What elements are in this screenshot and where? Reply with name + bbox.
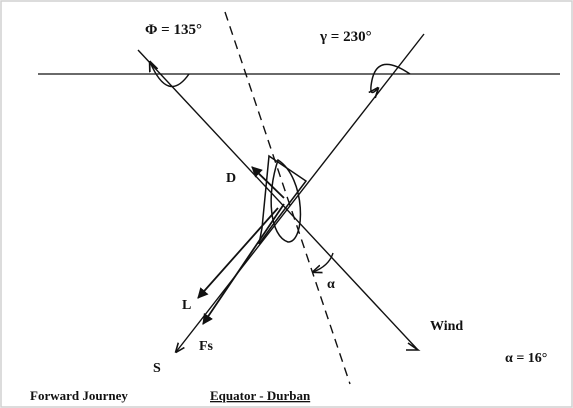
lift-label: L: [182, 298, 191, 313]
phi-angle-label: Φ = 135°: [145, 22, 202, 38]
drag-force-vector: [251, 166, 285, 199]
side-force-vector: [202, 203, 285, 325]
wind-label: Wind: [430, 319, 463, 334]
alpha-angle-arc: [313, 252, 334, 272]
journey-label: Forward Journey: [30, 388, 128, 403]
gamma-angle-label: γ = 230°: [319, 29, 372, 45]
wind-arrow-icon: [406, 342, 421, 351]
side-force-label: Fs: [199, 339, 214, 354]
boat-hull-icon: [258, 154, 308, 245]
heading-line: [137, 49, 419, 351]
alpha-value-label: α = 16°: [505, 351, 547, 366]
course-dashed-line: [224, 11, 351, 385]
alpha-label: α: [327, 277, 335, 292]
gamma-angle-arc: [371, 63, 411, 92]
route-label: Equator - Durban: [210, 388, 311, 403]
phi-angle-arc: [150, 62, 190, 88]
sail-icon: [270, 158, 302, 243]
drag-label: D: [226, 171, 236, 186]
lift-force-vector: [197, 207, 279, 299]
south-label: S: [153, 361, 161, 376]
wind-direction-line: [176, 33, 425, 352]
